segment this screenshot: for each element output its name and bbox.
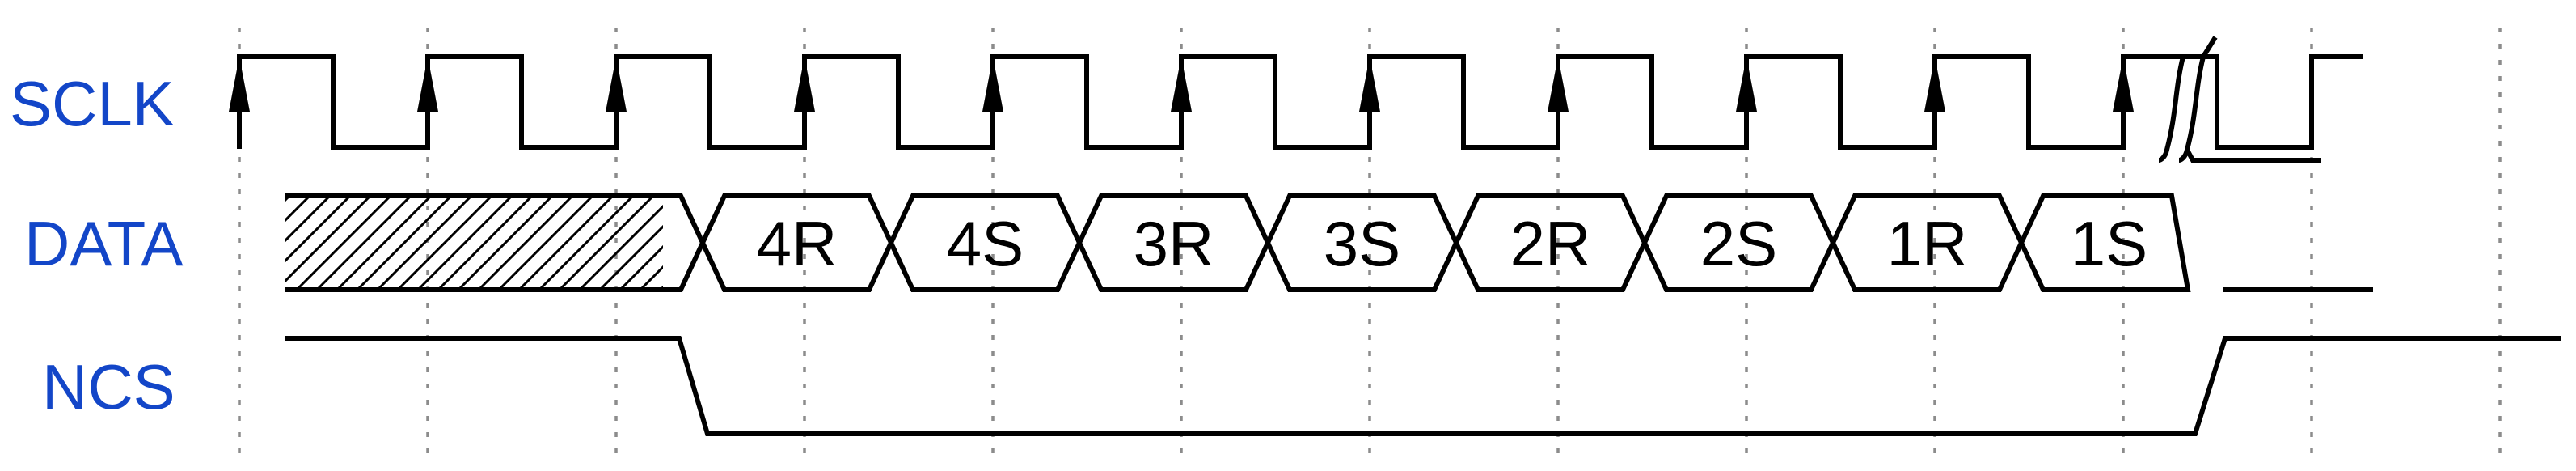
hatch-line	[293, 194, 394, 291]
data-bus: 4R 4S 3R 3S 2R 2S 1R 1S	[699, 193, 2191, 292]
rising-edge-arrow	[1359, 57, 1380, 112]
data-dont-care-region	[285, 193, 706, 292]
rising-edge-arrow	[2113, 57, 2134, 112]
hatch-line	[334, 194, 434, 291]
hatch-line	[374, 194, 475, 291]
hatch-line	[314, 194, 414, 291]
data-bit-label: 2S	[1700, 208, 1777, 279]
data-bit-cell: 4R	[699, 193, 894, 292]
data-bit-cell: 1S	[2018, 193, 2191, 292]
data-bit-outline	[2018, 193, 2191, 292]
hatch-line	[637, 265, 663, 291]
hatch-line	[415, 194, 515, 291]
data-bit-cell: 3R	[1076, 193, 1271, 292]
hatch-line	[536, 194, 636, 291]
hatch-line	[576, 204, 663, 291]
data-label: DATA	[24, 208, 183, 279]
sclk-break-mark	[2135, 36, 2321, 163]
hatch-line	[455, 194, 555, 291]
hatch-line	[516, 194, 616, 291]
data-bit-cell: 2S	[1641, 193, 1836, 292]
data-bit-label: 3S	[1324, 208, 1400, 279]
rising-edge-arrow	[794, 57, 815, 112]
hatch-line	[556, 194, 657, 291]
hatch-line	[285, 194, 353, 264]
ncs-label: NCS	[42, 351, 175, 422]
data-bit-cell: 4S	[888, 193, 1083, 292]
hatch-line	[657, 285, 663, 291]
rising-edge-arrow	[982, 57, 1003, 112]
rising-edge-arrow	[417, 57, 438, 112]
hatch-line	[617, 244, 663, 291]
hatch-line	[435, 194, 535, 291]
data-bit-label: 4S	[947, 208, 1024, 279]
data-bit-label: 4R	[757, 208, 838, 279]
data-bit-cell: 2R	[1453, 193, 1648, 292]
ncs-waveform	[285, 336, 2561, 436]
data-bit-label: 1R	[1887, 208, 1968, 279]
sclk-label: SCLK	[10, 68, 175, 139]
hatch-line	[285, 194, 293, 203]
hatch-line	[597, 224, 663, 291]
hatch-line	[285, 194, 374, 284]
hatch-line	[354, 194, 454, 291]
rising-edge-arrow	[606, 57, 627, 112]
hatch-line	[395, 194, 495, 291]
data-bit-cell: 3S	[1265, 193, 1459, 292]
hatch-line	[475, 194, 576, 291]
data-bit-cell: 1R	[1830, 193, 2025, 292]
hatch-line	[285, 194, 313, 223]
sclk-waveform	[229, 54, 2363, 150]
sclk-line	[237, 54, 2363, 150]
rising-edge-arrow	[1548, 57, 1569, 112]
data-bit-label: 1S	[2071, 208, 2147, 279]
data-bit-label: 3R	[1134, 208, 1214, 279]
rising-edge-arrow	[1924, 57, 1945, 112]
rising-edge-arrow	[229, 57, 250, 112]
data-bit-label: 2R	[1510, 208, 1591, 279]
hatch-line	[285, 194, 333, 244]
rising-edge-arrow	[1171, 57, 1192, 112]
hatch-line	[496, 194, 596, 291]
rising-edge-arrow	[1736, 57, 1757, 112]
